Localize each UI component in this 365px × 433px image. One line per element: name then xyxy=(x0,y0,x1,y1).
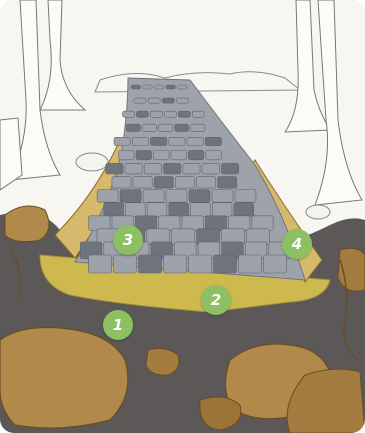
cobblestone xyxy=(218,177,237,189)
cobblestone xyxy=(136,111,148,117)
cobblestone xyxy=(133,177,152,189)
cobblestone xyxy=(151,137,167,145)
cobblestone xyxy=(205,216,226,231)
cobblestone xyxy=(183,163,200,173)
cobblestone xyxy=(123,111,135,117)
cobblestone xyxy=(125,163,142,173)
cobblestone xyxy=(252,216,273,231)
cobblestone xyxy=(139,255,162,273)
cobblestone xyxy=(189,190,210,203)
cobblestone xyxy=(166,85,176,89)
cobblestone xyxy=(114,255,137,273)
cobblestone xyxy=(177,85,187,89)
cobblestone xyxy=(221,163,238,173)
cobblestone xyxy=(134,98,146,103)
layer-marker-4: 4 xyxy=(282,229,312,259)
cobblestone xyxy=(150,111,162,117)
cobblestone xyxy=(154,85,164,89)
cobblestone xyxy=(147,203,167,217)
cobblestone xyxy=(235,190,256,203)
marker-label: 2 xyxy=(211,291,221,309)
cobblestone xyxy=(132,137,148,145)
cobblestone xyxy=(264,255,287,273)
cobblestone xyxy=(239,255,262,273)
marker-label: 1 xyxy=(113,316,123,334)
layer-marker-2: 2 xyxy=(201,285,231,315)
cobblestone xyxy=(154,177,173,189)
cobblestone xyxy=(154,150,169,159)
cobblestone xyxy=(162,98,174,103)
cobblestone xyxy=(202,163,219,173)
cobblestone xyxy=(196,177,215,189)
cobblestone xyxy=(142,124,156,131)
cobblestone xyxy=(182,216,203,231)
cobblestone xyxy=(176,98,188,103)
cobblestone xyxy=(159,216,180,231)
cobblestone xyxy=(97,190,118,203)
cobblestone xyxy=(206,150,221,159)
cobblestone xyxy=(214,255,237,273)
cobblestone xyxy=(143,190,164,203)
marker-label: 3 xyxy=(123,231,133,249)
marker-label: 4 xyxy=(292,235,302,253)
cobblestone xyxy=(144,163,161,173)
cobblestone xyxy=(148,98,160,103)
cobblestone xyxy=(89,255,112,273)
cobblestone xyxy=(187,137,203,145)
cobblestone xyxy=(104,203,124,217)
cobblestone xyxy=(106,163,123,173)
cobblestone xyxy=(125,203,145,217)
cobblestone xyxy=(175,177,194,189)
cobblestone xyxy=(136,150,151,159)
cobblestone xyxy=(164,163,181,173)
cobblestone xyxy=(234,203,254,217)
cobblestone xyxy=(191,124,205,131)
cobblestone xyxy=(159,124,173,131)
cobblestone xyxy=(189,255,212,273)
cobblestone xyxy=(114,137,130,145)
cobblestone xyxy=(169,137,185,145)
cobblestone xyxy=(191,203,211,217)
cobblestone xyxy=(169,203,189,217)
cobblestone xyxy=(205,137,221,145)
layer-marker-3: 3 xyxy=(113,225,143,255)
cobblestone xyxy=(229,216,250,231)
cobblestone xyxy=(192,111,204,117)
cobblestone xyxy=(120,190,141,203)
cobblestone xyxy=(119,150,134,159)
cobblestone xyxy=(143,85,153,89)
cobblestone xyxy=(164,111,176,117)
cobblestone xyxy=(212,190,233,203)
cobblestone xyxy=(164,255,187,273)
cobblestone xyxy=(212,203,232,217)
cobblestone xyxy=(131,85,141,89)
cobblestone xyxy=(178,111,190,117)
layer-marker-1: 1 xyxy=(103,310,133,340)
cobblestone xyxy=(166,190,187,203)
cobblestone xyxy=(89,216,110,231)
cobblestone xyxy=(188,150,203,159)
cobblestone xyxy=(112,177,131,189)
cobblestone xyxy=(175,124,189,131)
cobblestone xyxy=(171,150,186,159)
cobblestone xyxy=(126,124,140,131)
